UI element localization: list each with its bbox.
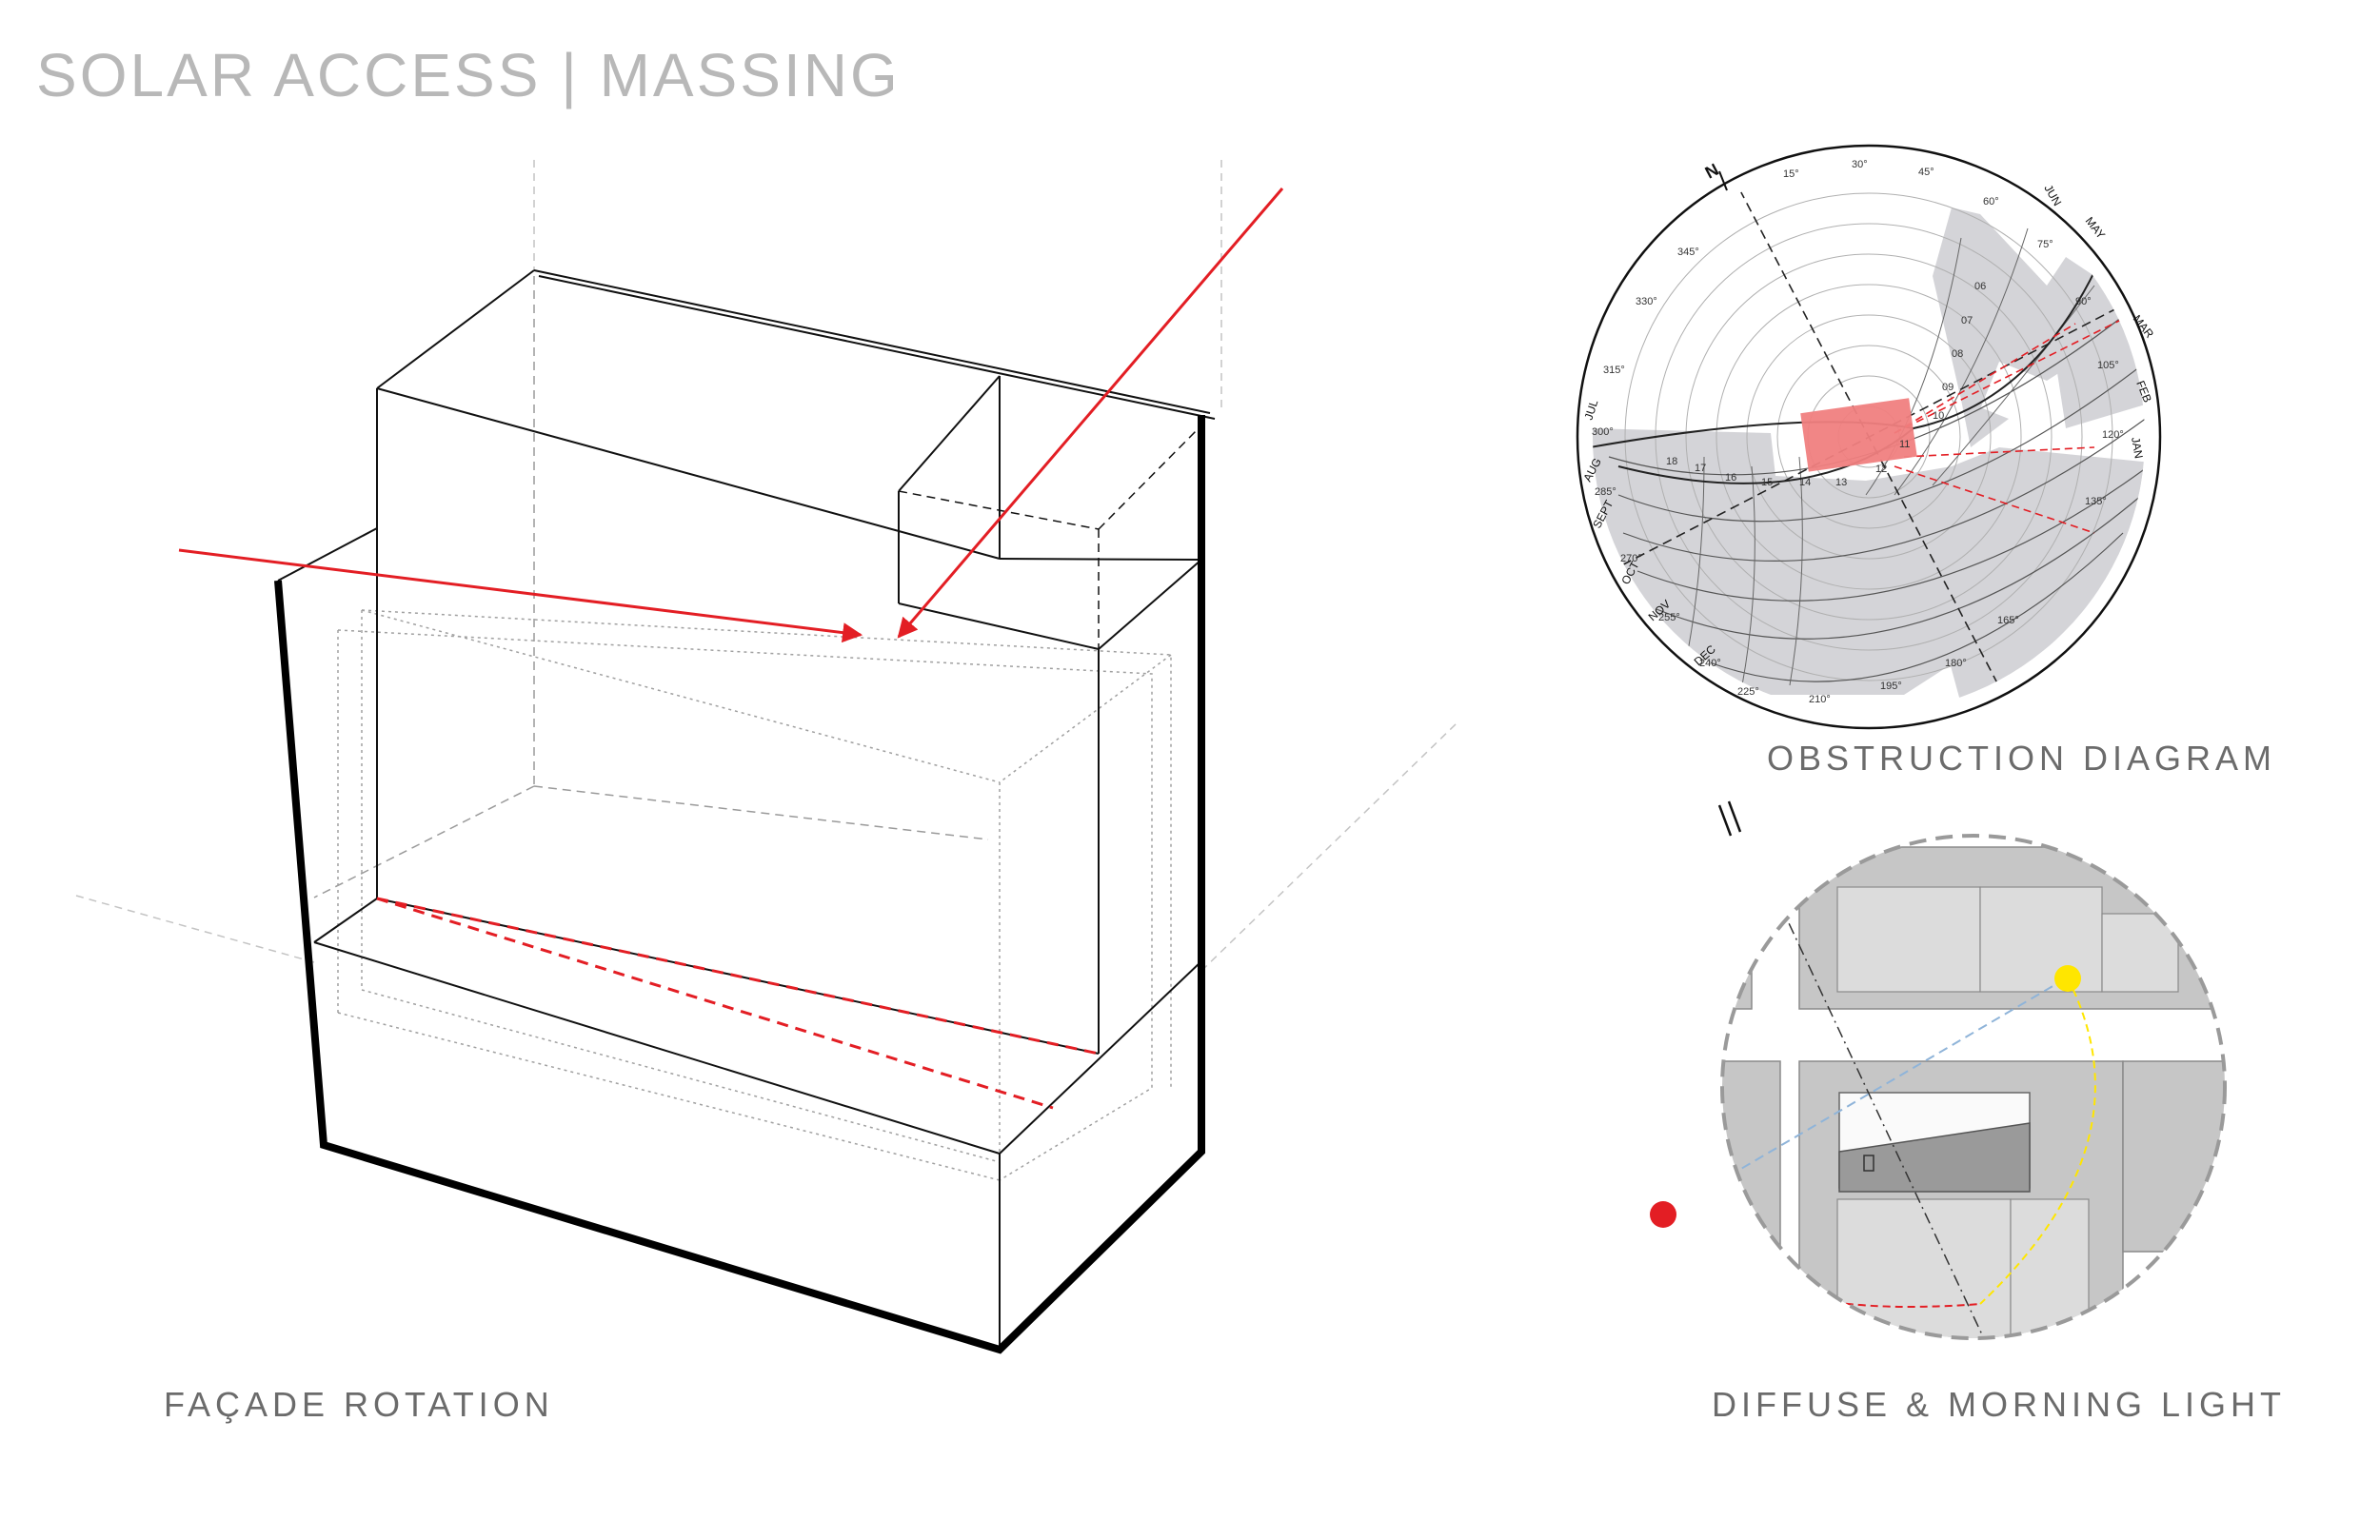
heavy-outline (274, 415, 1205, 1354)
sunset-marker (1650, 1201, 1676, 1228)
building-footprint (1800, 398, 1917, 472)
svg-text:240°: 240° (1699, 658, 1721, 669)
sun-rays (178, 188, 1284, 643)
hour-label: 14 (1799, 477, 1811, 488)
svg-text:15°: 15° (1783, 168, 1799, 180)
plan-boundary (1720, 834, 2227, 1340)
svg-text:210°: 210° (1809, 694, 1831, 705)
north-tick-icon (1717, 800, 1742, 837)
svg-text:MAY: MAY (2083, 214, 2109, 241)
svg-text:JUL: JUL (1582, 398, 1601, 422)
hour-label: 12 (1875, 464, 1887, 475)
svg-text:105°: 105° (2097, 360, 2119, 371)
altitude-rings (1624, 192, 2113, 681)
low-sun-ray (178, 548, 863, 643)
svg-text:255°: 255° (1658, 612, 1680, 623)
svg-text:180°: 180° (1945, 658, 1967, 669)
obstruction-shading (1593, 207, 2145, 704)
page-title: SOLAR ACCESS | MASSING (36, 41, 901, 109)
svg-text:300°: 300° (1592, 426, 1614, 438)
hour-label: 13 (1835, 477, 1847, 488)
hour-label: 07 (1961, 315, 1973, 326)
facade-rotation-massing (75, 160, 1458, 1354)
svg-text:JAN: JAN (2129, 436, 2146, 460)
azimuth-labels: 15° 30° 45° 60° 75° 90° 105° 120° 135° 1… (1592, 159, 2124, 705)
inner-glass-volume (337, 609, 1172, 1181)
obstruction-diagram-caption: OBSTRUCTION DIAGRAM (1767, 739, 2277, 778)
cutout-dashed (898, 424, 1202, 649)
svg-text:30°: 30° (1852, 159, 1868, 170)
morning-sun-marker (2054, 965, 2081, 992)
hour-labels: 06 07 08 09 10 11 12 13 14 15 16 17 18 (1666, 281, 1986, 488)
hour-label: 11 (1899, 439, 1910, 450)
construction-lines (75, 160, 1458, 972)
svg-text:45°: 45° (1918, 167, 1934, 178)
obstruction-rays (1894, 304, 2145, 534)
hour-label: 16 (1725, 472, 1736, 484)
svg-text:330°: 330° (1636, 296, 1657, 307)
high-sun-ray (897, 188, 1284, 639)
facade-rotation-caption: FAÇADE ROTATION (164, 1385, 554, 1424)
svg-text:345°: 345° (1677, 247, 1699, 258)
svg-text:315°: 315° (1603, 365, 1625, 376)
hour-lines (1684, 227, 2095, 686)
svg-text:165°: 165° (1997, 615, 2019, 626)
site-plan-circle (1650, 800, 2227, 1340)
svg-text:195°: 195° (1880, 681, 1902, 692)
building-interiors (1836, 886, 2179, 1338)
subject-building (1838, 1092, 2031, 1193)
hour-label: 17 (1695, 463, 1706, 474)
hour-label: 08 (1952, 348, 1963, 360)
svg-text:MAR: MAR (2131, 312, 2157, 341)
svg-text:60°: 60° (1983, 196, 1999, 207)
hidden-edges (313, 276, 989, 898)
hour-label: 06 (1974, 281, 1986, 292)
svg-text:135°: 135° (2085, 496, 2107, 507)
upper-volume (376, 269, 1216, 1054)
svg-text:75°: 75° (2037, 239, 2053, 250)
svg-text:225°: 225° (1737, 686, 1759, 698)
svg-text:270°: 270° (1620, 553, 1642, 564)
hour-label: 15 (1761, 477, 1773, 488)
svg-text:90°: 90° (2075, 296, 2092, 307)
north-label: N (1702, 160, 1722, 183)
outer-ring (1576, 144, 2162, 730)
svg-text:285°: 285° (1595, 486, 1616, 498)
diffuse-light-caption: DIFFUSE & MORNING LIGHT (1712, 1385, 2287, 1424)
morning-sun-path (1979, 977, 2096, 1305)
rotated-facade-line (376, 897, 1100, 1110)
hour-label: 18 (1666, 456, 1677, 467)
hour-label: 10 (1933, 410, 1944, 422)
hour-label: 09 (1942, 382, 1954, 393)
sun-path-chart: 06 07 08 09 10 11 12 13 14 15 16 17 18 N… (1576, 144, 2162, 730)
svg-text:120°: 120° (2102, 429, 2124, 441)
